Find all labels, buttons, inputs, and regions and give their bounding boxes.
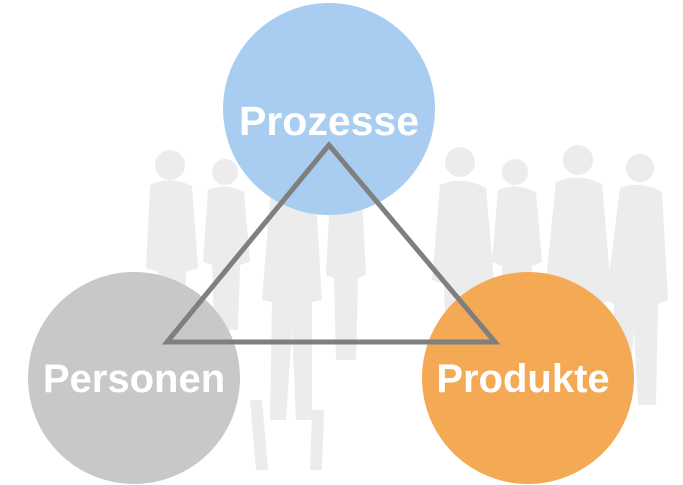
- prozesse-circle: [223, 3, 435, 215]
- connector-triangle: [161, 141, 501, 345]
- produkte-circle: [422, 272, 634, 484]
- produkte-label: Produkte: [436, 357, 609, 401]
- prozesse-label: Prozesse: [239, 98, 419, 144]
- personen-label: Personen: [43, 357, 225, 401]
- personen-circle: [28, 272, 240, 484]
